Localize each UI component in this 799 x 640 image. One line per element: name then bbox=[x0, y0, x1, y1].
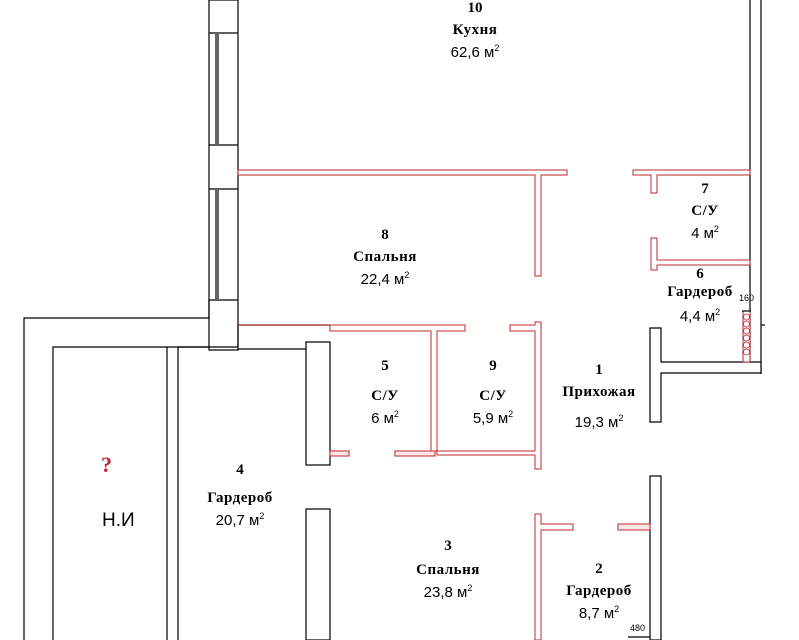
room-area: 22,4 м2 bbox=[360, 270, 410, 288]
exterior-wall-lower-left bbox=[23, 300, 330, 640]
dimension-480: 480 bbox=[630, 623, 646, 633]
wall-room2-right bbox=[628, 475, 662, 640]
room-6-wardrobe: 6 Гардероб 4,4 м2 bbox=[660, 266, 740, 326]
window-lower bbox=[215, 190, 219, 299]
question-mark-icon: ? bbox=[101, 452, 112, 477]
room-area: 6 м2 bbox=[371, 409, 399, 427]
room-area: 4 м2 bbox=[691, 224, 719, 242]
room-3-bedroom: 3 Спальня 23,8 м2 bbox=[405, 538, 491, 602]
column-upper bbox=[305, 341, 331, 466]
exterior-wall-right bbox=[749, 0, 765, 374]
room-area: 8,7 м2 bbox=[578, 604, 620, 622]
column-lower bbox=[305, 508, 331, 640]
riser-hatch bbox=[742, 310, 751, 363]
room-2-wardrobe: 2 Гардероб 8,7 м2 bbox=[556, 561, 642, 623]
exterior-wall-left bbox=[208, 0, 239, 351]
partition-room2 bbox=[534, 513, 651, 640]
room-area: 5,9 м2 bbox=[472, 409, 514, 427]
room-number: 9 bbox=[489, 358, 497, 374]
unassigned-label: Н.И bbox=[102, 510, 135, 531]
room-7-wc: 7 С/У 4 м2 bbox=[673, 181, 737, 243]
room-name: Гардероб bbox=[667, 284, 733, 300]
room-name: Гардероб bbox=[207, 490, 273, 506]
room-name: Гардероб bbox=[566, 583, 632, 599]
room-number: 3 bbox=[444, 538, 452, 554]
room-area: 20,7 м2 bbox=[215, 511, 265, 529]
room-name: С/У bbox=[371, 388, 399, 404]
partition-bedroom8-top bbox=[237, 169, 568, 277]
room-number: 5 bbox=[381, 358, 389, 374]
room-number: 10 bbox=[467, 0, 483, 16]
room-8-bedroom: 8 Спальня 22,4 м2 bbox=[345, 227, 425, 289]
room-name: Кухня bbox=[452, 22, 498, 38]
room-area: 19,3 м2 bbox=[574, 413, 624, 431]
room-name: С/У bbox=[479, 388, 507, 404]
room-name: Спальня bbox=[353, 249, 417, 265]
room-name: Прихожая bbox=[562, 384, 636, 400]
window-upper bbox=[215, 34, 219, 144]
dimension-160: 160 bbox=[739, 293, 755, 303]
room-number: 6 bbox=[696, 266, 704, 282]
room-1-hallway: 1 Прихожая 19,3 м2 bbox=[556, 362, 642, 432]
wall-entry-right bbox=[649, 327, 762, 423]
partition-wc5-door bbox=[329, 450, 436, 457]
room-4-wardrobe: 4 Гардероб 20,7 м2 bbox=[200, 462, 280, 530]
partition-wc7 bbox=[632, 169, 751, 271]
room-name: Спальня bbox=[416, 562, 480, 578]
room-5-wc: 5 С/У 6 м2 bbox=[353, 358, 417, 428]
room-10-kitchen: 10 Кухня 62,6 м2 bbox=[435, 0, 515, 62]
room-number: 1 bbox=[595, 362, 603, 378]
room-name: С/У bbox=[691, 203, 719, 219]
room-number: 4 bbox=[236, 462, 244, 478]
room-area: 23,8 м2 bbox=[423, 583, 473, 601]
room-number: 7 bbox=[701, 181, 709, 197]
room-9-wc: 9 С/У 5,9 м2 bbox=[458, 358, 528, 428]
room-number: 2 bbox=[595, 561, 603, 577]
room-number: 8 bbox=[381, 227, 389, 243]
room-area: 4,4 м2 bbox=[679, 307, 721, 325]
room-area: 62,6 м2 bbox=[450, 43, 500, 61]
